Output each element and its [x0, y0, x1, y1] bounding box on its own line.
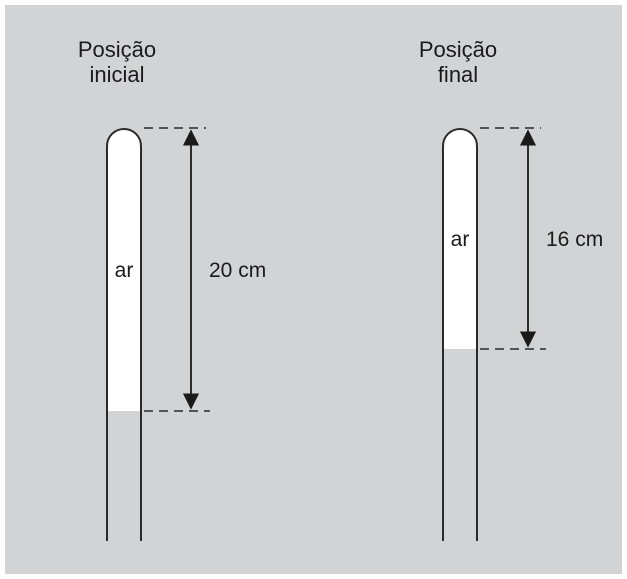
initial-title-line1: Posição: [78, 37, 156, 62]
final-title-line1: Posição: [419, 37, 497, 62]
initial-air-column: [107, 129, 141, 411]
initial-length-label: 20 cm: [209, 259, 266, 282]
final-length-label: 16 cm: [546, 228, 603, 251]
final-tube: [442, 128, 478, 541]
initial-title-line2: inicial: [89, 62, 144, 87]
initial-gas-label: ar: [115, 259, 134, 282]
initial-tube: [106, 128, 142, 541]
final-air-column: [443, 129, 477, 349]
initial-position-group: Posição inicial ar 20 cm: [78, 37, 266, 541]
final-title-line2: final: [438, 62, 478, 87]
final-position-group: Posição final ar 16 cm: [419, 37, 603, 541]
background-panel: [5, 5, 622, 574]
final-gas-label: ar: [451, 228, 470, 251]
